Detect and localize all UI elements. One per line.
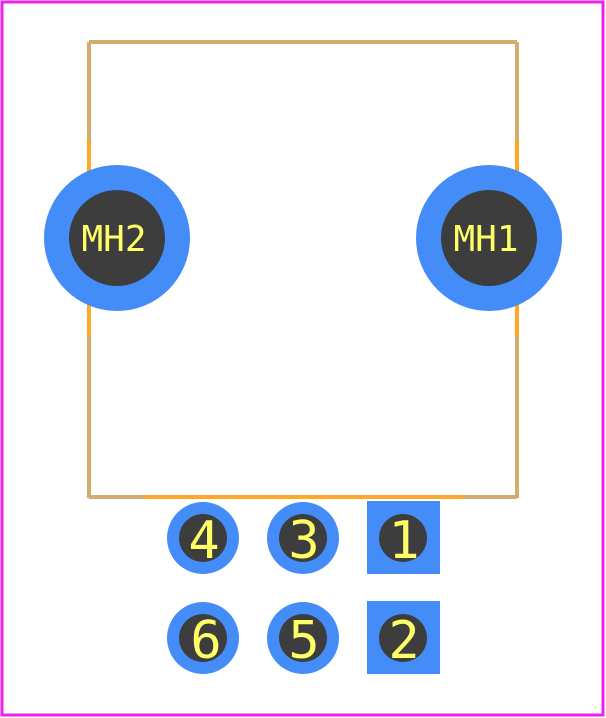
mh2-drill xyxy=(69,190,165,286)
pin-5[interactable]: 5 xyxy=(267,602,339,674)
pin-2-drill xyxy=(379,614,427,662)
pin-4-drill xyxy=(179,514,227,562)
pin-2[interactable]: 2 xyxy=(367,601,440,674)
pin-1[interactable]: 1 xyxy=(367,501,440,574)
pin-5-label: 5 xyxy=(288,611,319,671)
pin-1-label: 1 xyxy=(388,511,419,571)
pin-4-label: 4 xyxy=(188,511,219,571)
pin-1-drill xyxy=(379,514,427,562)
mh1-drill xyxy=(441,190,537,286)
pin-3-label: 3 xyxy=(288,511,319,571)
pin-5-drill xyxy=(279,614,327,662)
mounting-hole-mh2[interactable]: MH2 xyxy=(44,165,190,311)
pin-3[interactable]: 3 xyxy=(267,502,339,574)
mounting-hole-mh1[interactable]: MH1 xyxy=(416,165,562,311)
pin-2-label: 2 xyxy=(388,611,419,671)
mh1-label: MH1 xyxy=(453,219,518,260)
pin-6[interactable]: 6 xyxy=(167,602,239,674)
pin-4[interactable]: 4 xyxy=(167,502,239,574)
pin-6-label: 6 xyxy=(190,611,221,671)
pin-3-drill xyxy=(279,514,327,562)
mh2-label: MH2 xyxy=(81,219,146,260)
pin-6-drill xyxy=(179,614,227,662)
